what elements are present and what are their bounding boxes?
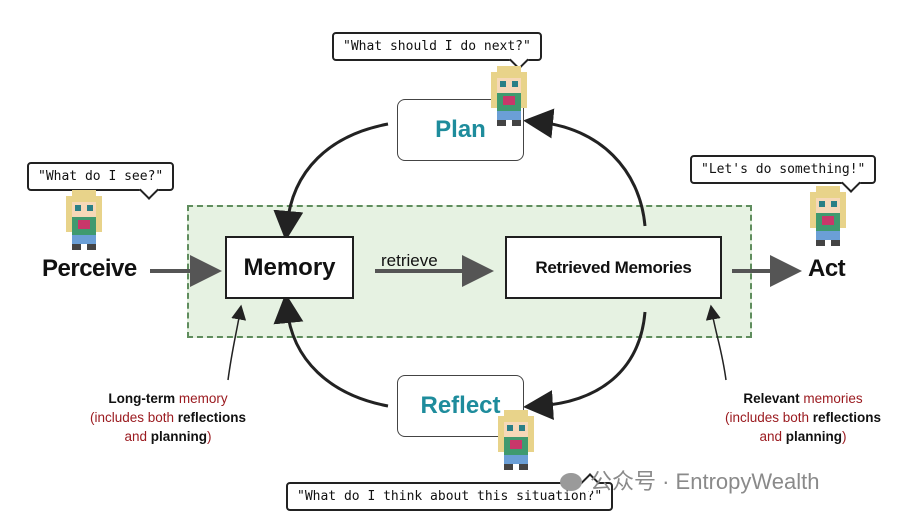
- note-right-red2: (includes both: [724, 410, 813, 425]
- memory-node: Memory: [225, 236, 354, 299]
- arrow-retrieved-to-reflect: [523, 311, 647, 420]
- arrow-note-left: [227, 304, 247, 381]
- memory-node-label: Memory: [243, 253, 336, 281]
- retrieved-memories-node: Retrieved Memories: [505, 236, 722, 299]
- arrow-note-right: [705, 304, 727, 381]
- note-right-strong2: reflections: [812, 410, 882, 425]
- relevant-memories-note: Relevant memories (includes both reflect…: [698, 389, 897, 446]
- note-right-strong1: Relevant: [743, 391, 800, 406]
- speech-bubble-perceive: "What do I see?": [27, 162, 175, 200]
- note-left-strong1: Long-term: [108, 391, 176, 406]
- speech-perceive-text: "What do I see?": [38, 169, 164, 184]
- arrow-retrieved-to-plan: [523, 108, 647, 227]
- speech-plan-text: "What should I do next?": [343, 39, 531, 54]
- watermark: 公众号 · EntropyWealth: [560, 464, 819, 496]
- retrieved-memories-label: Retrieved Memories: [535, 257, 692, 277]
- note-right-red4: ): [842, 429, 847, 444]
- note-left-strong2: reflections: [177, 410, 247, 425]
- act-label: Act: [808, 255, 846, 282]
- long-term-memory-note: Long-term memory (includes both reflecti…: [58, 389, 278, 446]
- note-left-red3: and: [124, 429, 151, 444]
- note-right-red3: and: [759, 429, 786, 444]
- note-left-red4: ): [207, 429, 212, 444]
- perceive-label: Perceive: [42, 255, 137, 282]
- wechat-icon: [560, 473, 582, 491]
- note-right-red1: memories: [799, 391, 863, 406]
- speech-bubble-plan: "What should I do next?": [332, 32, 542, 70]
- note-left-red2: (includes both: [89, 410, 178, 425]
- note-right-strong3: planning: [785, 429, 843, 444]
- note-left-strong3: planning: [150, 429, 208, 444]
- speech-bubble-act: "Let's do something!": [690, 155, 877, 193]
- pixel-agent-icon: [66, 190, 102, 250]
- pixel-agent-icon: [498, 410, 534, 470]
- watermark-text: 公众号 · EntropyWealth: [590, 469, 820, 494]
- arrow-reflect-to-memory: [273, 293, 389, 408]
- retrieve-label: retrieve: [381, 251, 438, 270]
- speech-reflect-text: "What do I think about this situation?": [297, 489, 603, 504]
- speech-act-text: "Let's do something!": [701, 162, 866, 177]
- plan-node-label: Plan: [435, 116, 486, 143]
- arrow-plan-to-memory: [273, 122, 389, 241]
- reflect-node-label: Reflect: [420, 392, 501, 419]
- pixel-agent-icon: [810, 186, 846, 246]
- note-left-red1: memory: [175, 391, 228, 406]
- speech-bubble-reflect: "What do I think about this situation?": [286, 473, 614, 511]
- pixel-agent-icon: [491, 66, 527, 126]
